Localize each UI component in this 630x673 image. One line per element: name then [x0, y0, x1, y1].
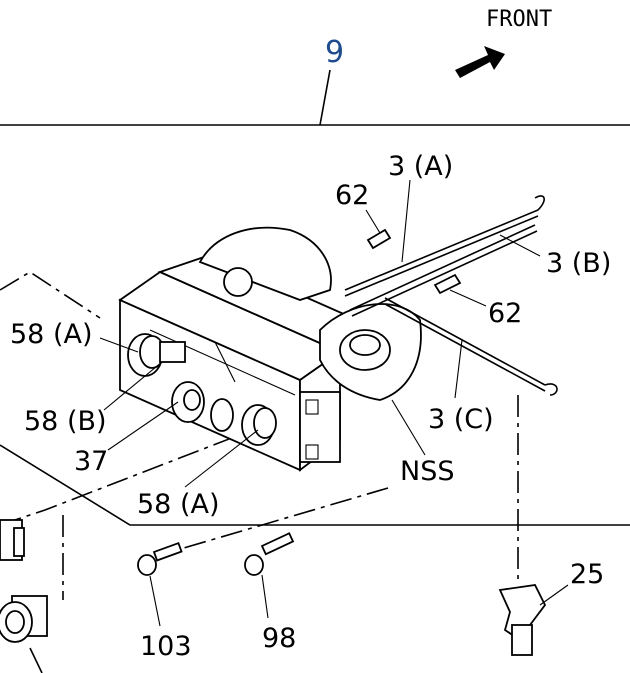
pin-62-right [433, 273, 462, 295]
ref-line-screw [159, 487, 389, 556]
knob-58a-left [127, 333, 186, 377]
callout-62-right: 62 [488, 298, 522, 329]
callout-58a-left: 58 (A) [10, 319, 92, 350]
grommet-part [0, 595, 48, 673]
leader-62-right [449, 289, 487, 307]
cable-3c [384, 297, 558, 396]
callout-25: 25 [570, 559, 604, 590]
callout-62-top: 62 [335, 180, 369, 211]
leader-nss [391, 399, 426, 456]
pin-62-top [366, 228, 392, 250]
callout-58b: 58 (B) [24, 406, 107, 437]
front-arrow-icon [455, 46, 505, 78]
knob-58a-right [241, 404, 277, 446]
callout-3b: 3 (B) [546, 248, 611, 279]
leader-58b [103, 361, 163, 411]
ref-line-left [0, 271, 101, 319]
assembly-number: 9 [325, 35, 344, 70]
cable-3a [344, 195, 545, 297]
callout-37: 37 [74, 446, 108, 477]
front-label: FRONT [486, 7, 552, 32]
leader-58a-left [99, 337, 139, 353]
leader-62-top [365, 209, 381, 234]
callout-3a: 3 (A) [388, 151, 453, 182]
callout-58a-bottom: 58 (A) [137, 489, 219, 520]
connector-part [0, 519, 25, 561]
assembly-frame-bottom [0, 444, 630, 526]
callout-nss: NSS [400, 456, 454, 487]
assembly-leader [319, 69, 331, 126]
screw-98 [244, 532, 295, 576]
leader-3c [454, 339, 463, 399]
knob-37 [171, 381, 205, 423]
clip-25 [498, 584, 547, 656]
screw-103 [137, 541, 183, 576]
leader-3b [499, 234, 541, 257]
callout-98: 98 [262, 623, 296, 654]
leader-98 [261, 574, 269, 619]
leader-25 [539, 584, 569, 606]
leader-3a [401, 179, 411, 263]
panel-hole [210, 398, 234, 432]
leader-37 [107, 401, 179, 451]
leader-58a-bottom [184, 429, 259, 488]
callout-3c: 3 (C) [428, 404, 494, 435]
leader-103 [149, 575, 161, 627]
callout-103: 103 [140, 631, 192, 662]
cable-3b [349, 224, 538, 317]
